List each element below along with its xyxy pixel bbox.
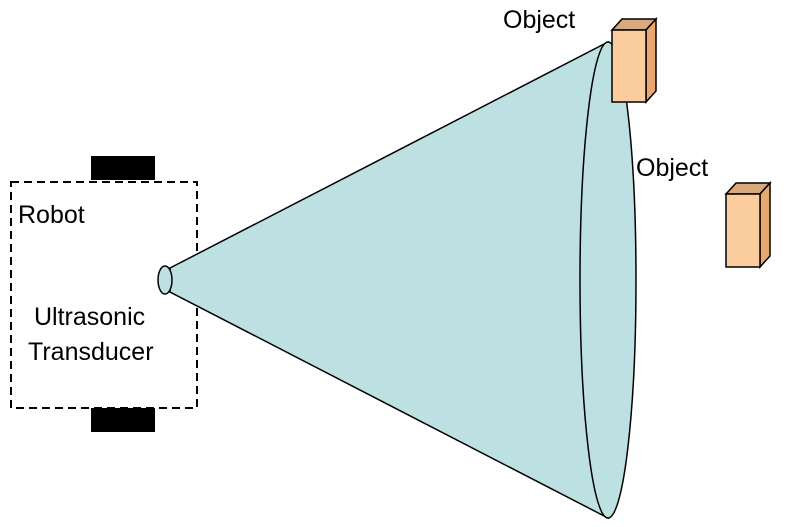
robot-wheel-top <box>91 156 155 180</box>
object-label-right: Object <box>636 154 708 182</box>
robot-wheel-bottom <box>91 408 155 432</box>
object-right-front-face <box>725 193 761 268</box>
object-top-side-face <box>645 17 657 104</box>
object-box-top <box>610 17 658 104</box>
object-box-right <box>724 181 772 269</box>
object-label-top: Object <box>503 6 575 34</box>
beam-cone-base <box>579 41 637 519</box>
transducer-label-line2: Transducer <box>28 338 154 366</box>
object-top-front-face <box>611 29 647 103</box>
transducer-icon <box>157 265 173 295</box>
ultrasonic-beam-cone <box>169 40 609 520</box>
transducer-label-line1: Ultrasonic <box>34 303 145 331</box>
object-right-side-face <box>759 181 771 269</box>
robot-label: Robot <box>18 201 85 229</box>
